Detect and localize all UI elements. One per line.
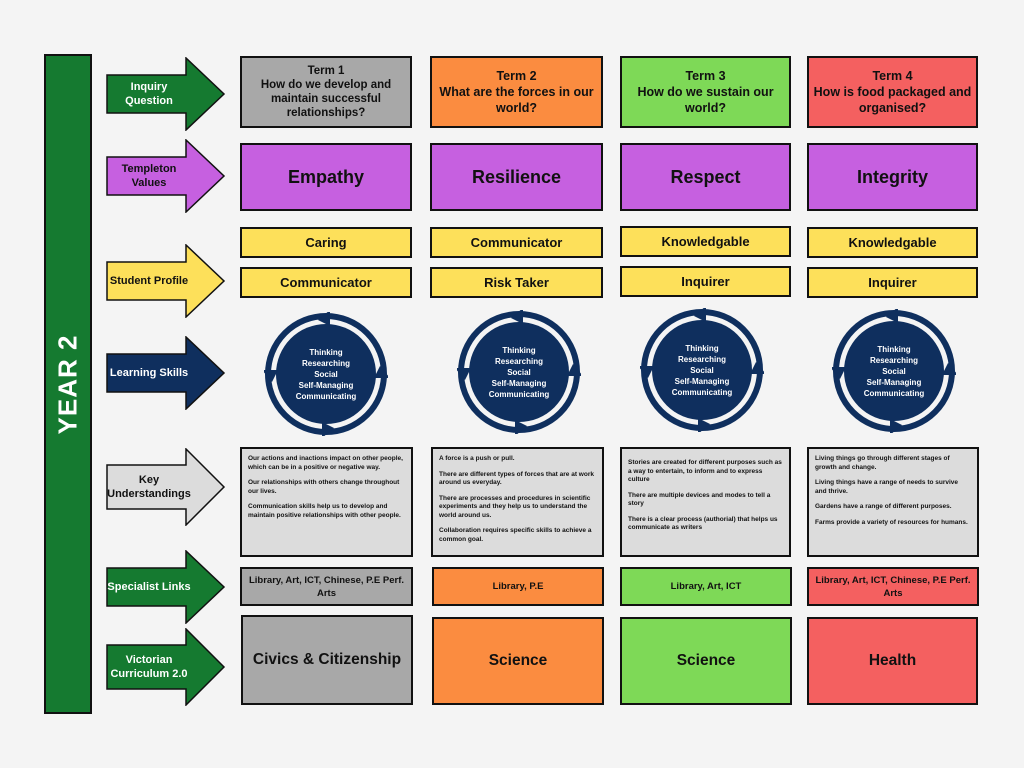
skill-social: Social — [690, 365, 714, 375]
year-label: YEAR 2 — [52, 334, 83, 434]
term3-specialist-links: Library, Art, ICT — [620, 567, 792, 606]
ku-statement: Collaboration requires specific skills t… — [439, 527, 592, 543]
arrow-templeton-values: Templeton Values — [106, 139, 226, 213]
term4-profile-1: Knowledgable — [807, 227, 978, 258]
skill-social: Social — [507, 367, 531, 377]
skill-thinking: Thinking — [502, 345, 536, 355]
skill-communicating: Communicating — [671, 387, 733, 397]
term4-profile-2: Inquirer — [807, 267, 978, 298]
term4-value: Integrity — [807, 143, 978, 211]
ku-statement: There are different types of forces that… — [439, 470, 594, 487]
term3-curriculum: Science — [620, 617, 792, 705]
skill-communicating: Communicating — [488, 389, 550, 399]
ku-statement: Farms provide a variety of resources for… — [815, 518, 968, 526]
skill-researching: Researching — [869, 355, 919, 365]
ku-statement: Our relationships with others change thr… — [248, 479, 400, 495]
term3-question-box: Term 3 How do we sustain our world? — [620, 56, 791, 128]
term1-curriculum: Civics & Citizenship — [241, 615, 413, 705]
cycle-arrows-icon — [457, 310, 581, 434]
ku-statement: A force is a push or pull. — [439, 455, 515, 462]
year-bar: YEAR 2 — [44, 54, 92, 714]
term4-question: How is food packaged and organised? — [813, 85, 972, 115]
term3-learning-skills-cycle: Thinking Researching Social Self-Managin… — [640, 308, 764, 432]
term2-question-box: Term 2 What are the forces in our world? — [430, 56, 603, 128]
term2-learning-skills-cycle: Thinking Researching Social Self-Managin… — [457, 310, 581, 434]
term1-question: How do we develop and maintain successfu… — [260, 79, 392, 119]
skill-researching: Researching — [494, 356, 544, 366]
term4-question-box: Term 4 How is food packaged and organised… — [807, 56, 978, 128]
term4-key-understandings: Living things go through different stage… — [807, 447, 979, 557]
skill-self-managing: Self-Managing — [491, 378, 547, 388]
term2-specialist-links: Library, P.E — [432, 567, 604, 606]
term3-question: How do we sustain our world? — [637, 85, 774, 115]
skill-communicating: Communicating — [863, 388, 925, 398]
term1-profile-2: Communicator — [240, 267, 412, 298]
term4-learning-skills-cycle: Thinking Researching Social Self-Managin… — [832, 309, 956, 433]
ku-statement: Stories are created for different purpos… — [628, 459, 782, 483]
term2-curriculum: Science — [432, 617, 604, 705]
term3-profile-1: Knowledgable — [620, 226, 791, 257]
term1-value: Empathy — [240, 143, 412, 211]
term1-heading: Term 1 — [307, 65, 345, 77]
skill-self-managing: Self-Managing — [674, 376, 730, 386]
term2-value: Resilience — [430, 143, 603, 211]
arrow-learning-skills: Learning Skills — [106, 336, 226, 410]
cycle-arrows-icon — [264, 312, 388, 436]
ku-statement: There are multiple devices and modes to … — [628, 491, 771, 508]
ku-statement: There is a clear process (authorial) tha… — [628, 515, 778, 532]
ku-statement: Communication skills help us to develop … — [248, 503, 401, 519]
ku-statement: Living things have a range of needs to s… — [815, 479, 959, 495]
row-label-inquiry-question: Inquiry Question — [125, 81, 173, 107]
ku-statement: There are processes and procedures in sc… — [439, 494, 591, 519]
row-label-specialist-links: Specialist Links — [107, 581, 191, 593]
arrow-student-profile: Student Profile — [106, 244, 226, 318]
term1-specialist-links: Library, Art, ICT, Chinese, P.E Perf. Ar… — [240, 567, 413, 606]
term1-learning-skills-cycle: Thinking Researching Social Self-Managin… — [264, 312, 388, 436]
cycle-arrows-icon — [640, 308, 764, 432]
arrow-victorian-curriculum: Victorian Curriculum 2.0 — [106, 628, 226, 706]
skill-researching: Researching — [677, 354, 727, 364]
skill-thinking: Thinking — [309, 347, 343, 357]
skill-social: Social — [314, 369, 338, 379]
term2-profile-2: Risk Taker — [430, 267, 603, 298]
skill-self-managing: Self-Managing — [866, 377, 922, 387]
arrow-specialist-links: Specialist Links — [106, 550, 226, 624]
row-label-victorian-curriculum: Victorian Curriculum 2.0 — [110, 654, 188, 680]
row-label-templeton-values: Templeton Values — [121, 163, 177, 189]
row-label-learning-skills: Learning Skills — [109, 367, 189, 379]
term4-curriculum: Health — [807, 617, 978, 705]
term4-specialist-links: Library, Art, ICT, Chinese, P.E Perf. Ar… — [807, 567, 979, 606]
row-label-student-profile: Student Profile — [109, 275, 189, 287]
term2-profile-1: Communicator — [430, 227, 603, 258]
term4-heading: Term 4 — [872, 69, 913, 83]
arrow-inquiry-question: Inquiry Question — [106, 57, 226, 131]
term2-key-understandings: A force is a push or pull. There are dif… — [431, 447, 604, 557]
skill-social: Social — [882, 366, 906, 376]
skill-thinking: Thinking — [685, 343, 719, 353]
ku-statement: Living things go through different stage… — [815, 455, 950, 471]
row-label-key-understandings: Key Understandings — [107, 474, 191, 500]
arrow-key-understandings: Key Understandings — [106, 448, 226, 526]
skill-researching: Researching — [301, 358, 351, 368]
term3-value: Respect — [620, 143, 791, 211]
term3-heading: Term 3 — [685, 69, 726, 83]
term3-profile-2: Inquirer — [620, 266, 791, 297]
skill-self-managing: Self-Managing — [298, 380, 354, 390]
skill-communicating: Communicating — [295, 391, 357, 401]
ku-statement: Our actions and inactions impact on othe… — [248, 455, 403, 471]
ku-statement: Gardens have a range of different purpos… — [815, 503, 952, 510]
term3-key-understandings: Stories are created for different purpos… — [620, 447, 791, 557]
skill-thinking: Thinking — [877, 344, 911, 354]
cycle-arrows-icon — [832, 309, 956, 433]
term1-profile-1: Caring — [240, 227, 412, 258]
term1-question-box: Term 1 How do we develop and maintain suc… — [240, 56, 412, 128]
term2-heading: Term 2 — [496, 69, 537, 83]
term1-key-understandings: Our actions and inactions impact on othe… — [240, 447, 413, 557]
term2-question: What are the forces in our world? — [439, 85, 594, 115]
